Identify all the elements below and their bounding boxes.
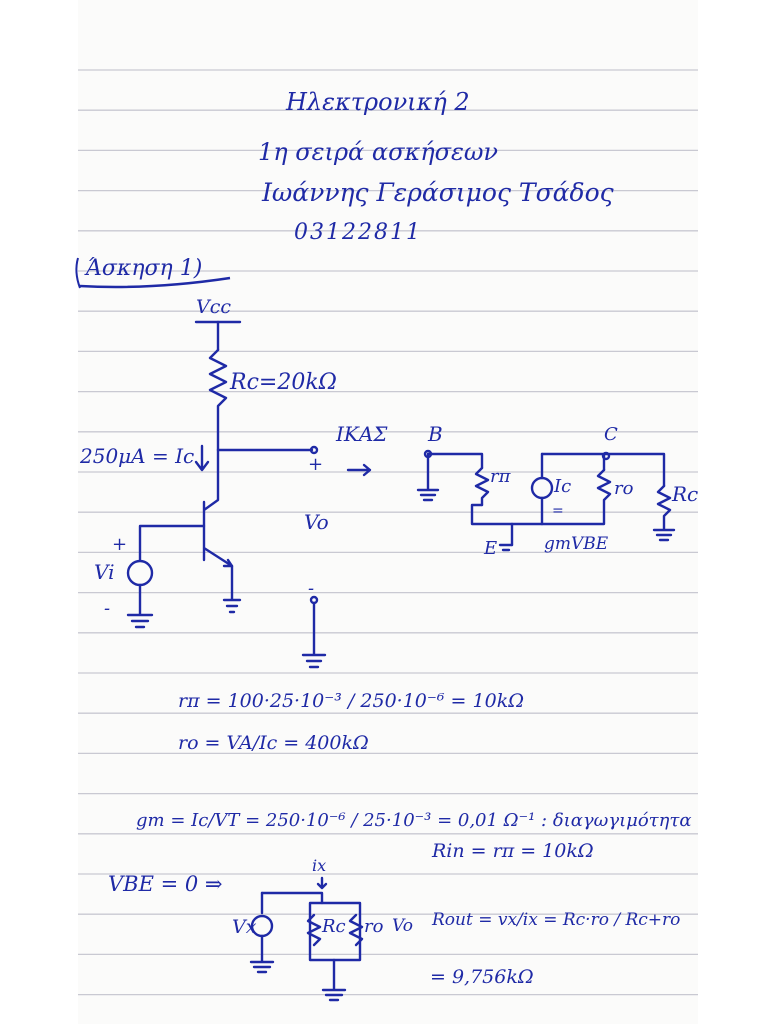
series-title: 1η σειρά ασκήσεων: [258, 138, 499, 166]
ruled-lines: [78, 69, 698, 996]
vi-plus: +: [112, 534, 128, 555]
vo-plus: +: [308, 454, 324, 475]
ic-arrow: [194, 444, 210, 472]
ro-equation: ro = VA/Ic = 400kΩ: [178, 732, 369, 754]
rout-equation: Rout = vx/ix = Rc·ro / Rc+ro: [432, 910, 681, 930]
ic-bias-label: 250μA = Ic: [80, 444, 195, 468]
course-title: Ηλεκτρονική 2: [286, 88, 470, 116]
vi-minus: -: [104, 598, 111, 619]
rpi-resistor: [474, 466, 490, 507]
vo-label: Vo: [304, 510, 329, 534]
rc-out-label: Rc: [322, 916, 346, 937]
rc-resistor-ss: [652, 484, 676, 542]
rpi-equation: rπ = 100·25·10⁻³ / 250·10⁻⁶ = 10kΩ: [178, 690, 524, 712]
node-e-label: E: [484, 538, 498, 559]
rout-value: = 9,756kΩ: [430, 966, 534, 988]
notebook-page: [78, 0, 698, 1024]
node-c-label: C: [604, 424, 618, 445]
small-signal-title: ΙΚΑΣ: [336, 422, 388, 446]
bjt-transistor: [202, 448, 234, 568]
rc-resistor-out: [306, 913, 322, 947]
gm-vbe-label: gmVBE: [544, 534, 609, 554]
ro-resistor: [540, 468, 612, 526]
rc-resistor: [208, 348, 228, 452]
ro-out-label: ro: [364, 916, 384, 937]
vcc-label: Vcc: [196, 296, 232, 318]
gm-equation: gm = Ic/VT = 250·10⁻⁶ / 25·10⁻³ = 0,01 Ω…: [136, 810, 692, 831]
ro-ss-label: ro: [614, 478, 634, 499]
vo-minus: -: [308, 578, 315, 599]
vi-label: Vi: [94, 560, 115, 584]
rpi-label: rπ: [490, 466, 511, 487]
vo-out-label: Vo: [392, 916, 413, 936]
ic-ss-label: Ic: [554, 476, 572, 497]
author-name: Ιωάννης Γεράσιμος Τσάδος: [262, 178, 614, 207]
dependent-source: [530, 476, 554, 500]
vbe-zero-note: VBE = 0 ⇒: [108, 872, 223, 896]
node-b-label: B: [428, 422, 443, 446]
ix-label: ix: [312, 856, 327, 875]
rc-ss-label: Rc: [672, 482, 699, 506]
eq-mark: =: [552, 503, 564, 519]
student-id: 03122811: [294, 220, 422, 245]
vi-source: [126, 559, 154, 587]
rc-label: Rc=20kΩ: [230, 370, 337, 395]
vx-label: Vx: [232, 916, 257, 938]
rin-equation: Rin = rπ = 10kΩ: [432, 840, 594, 862]
exercise-heading: Άσκηση 1): [86, 256, 203, 281]
ro-resistor-out: [348, 913, 364, 947]
